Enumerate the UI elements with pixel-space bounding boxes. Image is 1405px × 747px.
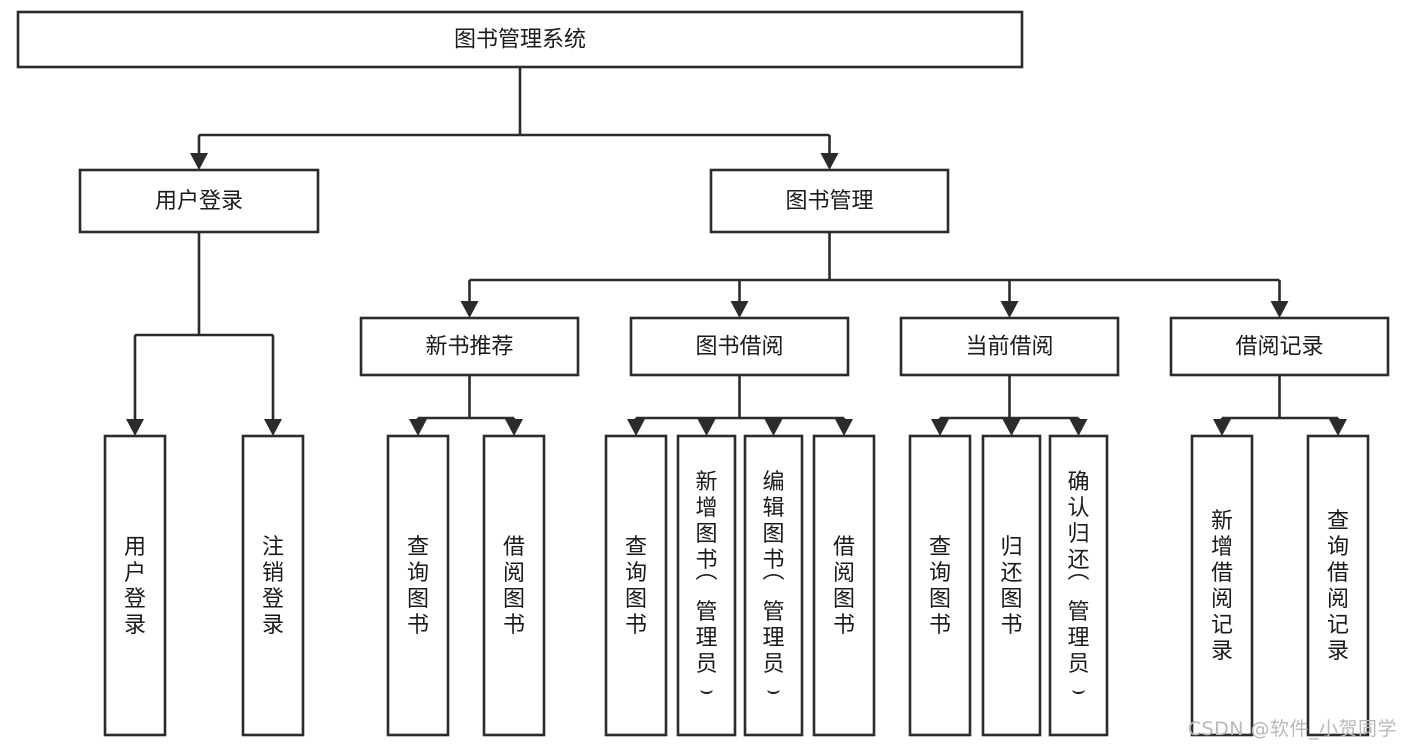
node-leaf-logout[interactable]: 注销登录 — [241, 434, 305, 737]
node-leaf-borrow-book[interactable]: 借阅图书 — [812, 434, 876, 737]
node-label-leaf-add-book: 新增图书⌒管理员⌣ — [695, 470, 717, 703]
arrow-head-user-login — [190, 153, 208, 170]
node-label-user-login: 用户登录 — [155, 189, 243, 214]
node-label-new-book-recommend: 新书推荐 — [425, 335, 513, 360]
node-leaf-borrow-book-new[interactable]: 借阅图书 — [482, 434, 546, 737]
arrow-head-leaf-edit-book — [764, 419, 783, 436]
node-user-login[interactable]: 用户登录 — [78, 168, 320, 234]
arrow-head-leaf-query-book-borrow — [627, 419, 645, 436]
node-current-borrow[interactable]: 当前借阅 — [899, 316, 1120, 377]
arrow-head-leaf-return-book — [1002, 419, 1021, 436]
node-label-leaf-confirm-return: 确认归还⌒管理员⌣ — [1067, 470, 1089, 703]
arrow-head-current-borrow — [1000, 301, 1019, 318]
arrow-head-leaf-borrow-book-new — [505, 419, 523, 436]
arrow-head-book-manage — [820, 153, 839, 170]
node-label-book-borrow: 图书借阅 — [695, 335, 783, 360]
node-book-borrow[interactable]: 图书借阅 — [629, 316, 850, 377]
arrow-head-borrow-record — [1270, 301, 1289, 318]
node-box-leaf-edit-book — [743, 434, 804, 737]
arrow-head-leaf-confirm-return — [1069, 419, 1088, 436]
node-label-leaf-edit-book: 编辑图书⌒管理员⌣ — [762, 470, 784, 703]
node-box-book-manage — [709, 168, 950, 234]
arrow-head-leaf-query-record — [1329, 419, 1347, 436]
node-label-leaf-borrow-book: 借阅图书 — [833, 535, 855, 638]
node-book-manage[interactable]: 图书管理 — [709, 168, 950, 234]
node-leaf-query-record[interactable]: 查询借阅记录 — [1306, 434, 1370, 737]
node-label-leaf-query-book-new: 查询图书 — [407, 535, 429, 638]
node-box-leaf-query-book-new — [386, 434, 450, 737]
node-label-leaf-query-book-borrow: 查询图书 — [625, 535, 647, 638]
node-label-root: 图书管理系统 — [454, 28, 586, 53]
node-leaf-edit-book[interactable]: 编辑图书⌒管理员⌣ — [743, 434, 804, 737]
arrow-head-leaf-user-login — [126, 419, 144, 436]
node-leaf-user-login[interactable]: 用户登录 — [103, 434, 167, 737]
node-borrow-record[interactable]: 借阅记录 — [1169, 316, 1390, 377]
node-leaf-add-record[interactable]: 新增借阅记录 — [1190, 434, 1254, 737]
node-box-new-book-recommend — [359, 316, 580, 377]
node-label-book-manage: 图书管理 — [785, 189, 873, 214]
connectors-layer — [126, 67, 1347, 436]
node-box-leaf-logout — [241, 434, 305, 737]
arrow-head-new-book-recommend — [460, 301, 479, 318]
node-box-leaf-query-book-borrow — [604, 434, 668, 737]
node-leaf-confirm-return[interactable]: 确认归还⌒管理员⌣ — [1048, 434, 1109, 737]
node-box-leaf-query-book-current — [908, 434, 972, 737]
arrow-head-book-borrow — [730, 301, 749, 318]
arrow-head-leaf-query-book-current — [931, 419, 949, 436]
node-box-leaf-borrow-book-new — [482, 434, 546, 737]
node-box-leaf-add-record — [1190, 434, 1254, 737]
node-label-leaf-query-record: 查询借阅记录 — [1327, 509, 1349, 664]
node-label-leaf-logout: 注销登录 — [262, 535, 284, 638]
node-label-leaf-return-book: 归还图书 — [1000, 535, 1022, 638]
csdn-watermark: CSDN @软件_小贺同学 — [1187, 718, 1397, 740]
node-box-root — [16, 10, 1024, 69]
arrow-head-leaf-borrow-book — [835, 419, 853, 436]
node-box-leaf-borrow-book — [812, 434, 876, 737]
node-leaf-query-book-current[interactable]: 查询图书 — [908, 434, 972, 737]
node-box-current-borrow — [899, 316, 1120, 377]
node-label-leaf-borrow-book-new: 借阅图书 — [503, 535, 525, 638]
nodes-layer: 图书管理系统用户登录图书管理新书推荐图书借阅当前借阅借阅记录用户登录注销登录查询… — [16, 10, 1390, 737]
node-box-leaf-add-book — [676, 434, 737, 737]
node-box-leaf-return-book — [981, 434, 1042, 737]
node-box-leaf-query-record — [1306, 434, 1370, 737]
arrow-head-leaf-logout — [264, 419, 282, 436]
arrow-head-leaf-add-record — [1213, 419, 1231, 436]
node-box-leaf-confirm-return — [1048, 434, 1109, 737]
node-leaf-query-book-borrow[interactable]: 查询图书 — [604, 434, 668, 737]
node-label-leaf-user-login: 用户登录 — [124, 535, 146, 638]
node-root[interactable]: 图书管理系统 — [16, 10, 1024, 69]
node-leaf-add-book[interactable]: 新增图书⌒管理员⌣ — [676, 434, 737, 737]
node-box-user-login — [78, 168, 320, 234]
node-box-book-borrow — [629, 316, 850, 377]
node-label-current-borrow: 当前借阅 — [965, 335, 1053, 360]
node-box-leaf-user-login — [103, 434, 167, 737]
node-leaf-query-book-new[interactable]: 查询图书 — [386, 434, 450, 737]
node-box-borrow-record — [1169, 316, 1390, 377]
arrow-head-leaf-query-book-new — [409, 419, 427, 436]
node-label-leaf-add-record: 新增借阅记录 — [1211, 509, 1233, 664]
node-label-leaf-query-book-current: 查询图书 — [929, 535, 951, 638]
node-new-book-recommend[interactable]: 新书推荐 — [359, 316, 580, 377]
node-leaf-return-book[interactable]: 归还图书 — [981, 434, 1042, 737]
node-label-borrow-record: 借阅记录 — [1235, 335, 1323, 360]
arrow-head-leaf-add-book — [697, 419, 716, 436]
